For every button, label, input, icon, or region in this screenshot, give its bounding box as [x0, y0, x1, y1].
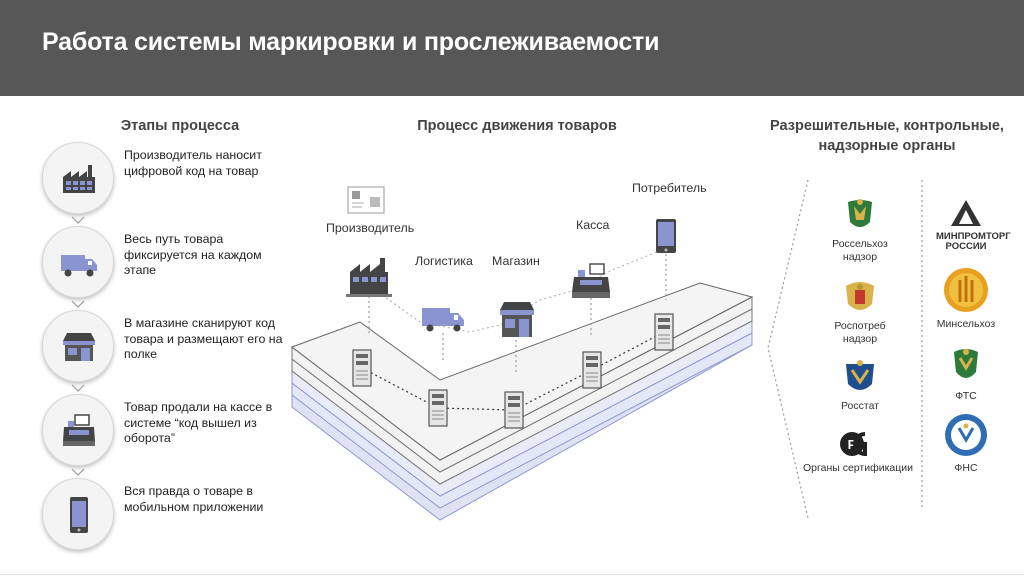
- server-icon: [654, 313, 674, 351]
- minselkhoz-emblem-icon: [944, 268, 988, 312]
- server-icon: [582, 351, 602, 389]
- org-name: Росстат: [841, 400, 879, 412]
- org-name: ФТС: [955, 390, 977, 402]
- org-name: Россельхоз надзор: [832, 238, 888, 263]
- org-name: Органы сертификации: [803, 462, 913, 474]
- fts-emblem-icon: [954, 349, 978, 378]
- barcode-document-icon: [347, 186, 385, 214]
- stage-circle: [42, 142, 114, 214]
- smartphone-icon: [656, 219, 676, 253]
- flow-label-logistics: Логистика: [415, 254, 473, 268]
- stage-circle: [42, 310, 114, 382]
- org-certification: Р Органы сертификации: [800, 430, 916, 475]
- stage-text: Производитель наносит цифровой код на то…: [124, 148, 262, 178]
- chevron-down-icon: [71, 216, 85, 224]
- flow-label-cashier: Касса: [576, 218, 610, 232]
- factory-icon: [63, 165, 95, 193]
- stages-column-title: Этапы процесса: [120, 118, 240, 134]
- stage-circle: [42, 394, 114, 466]
- stage-item-consumer: Вся правда о товаре в мобильном приложен…: [42, 478, 282, 550]
- footer-divider: [0, 574, 1024, 575]
- server-icon: [428, 389, 448, 427]
- server-icon: [352, 349, 372, 387]
- flow-label-consumer: Потребитель: [632, 181, 707, 195]
- org-minselkhoz: Минсельхоз: [926, 266, 1006, 331]
- org-fns: ФНС: [926, 412, 1006, 475]
- stage-item-cashier: Товар продали на кассе в системе “код вы…: [42, 394, 282, 466]
- org-rosselkhoznadzor: Россельхоз надзор: [820, 196, 900, 264]
- stage-circle: [42, 478, 114, 550]
- org-name: МИНПРОМТОРГ РОССИИ: [936, 231, 1011, 252]
- truck-icon: [422, 308, 464, 332]
- data-layer-stack: [290, 282, 754, 521]
- stage-text: В магазине сканируют код товара и размещ…: [124, 316, 283, 361]
- stage-item-logistics: Весь путь товара фиксируется на каждом э…: [42, 226, 282, 298]
- stage-text: Товар продали на кассе в системе “код вы…: [124, 400, 273, 445]
- cash-register-icon: [63, 414, 95, 446]
- data-layer-top-surface: [290, 282, 754, 461]
- cash-register-icon: [572, 263, 610, 298]
- flow-column-title: Процесс движения товаров: [417, 118, 617, 134]
- stage-item-producer: Производитель наносит цифровой код на то…: [42, 142, 282, 214]
- org-rosstat: Росстат: [820, 358, 900, 413]
- flow-label-store: Магазин: [492, 254, 540, 268]
- chevron-down-icon: [71, 384, 85, 392]
- smartphone-icon: [70, 497, 88, 533]
- minpromtorg-logo-icon: [951, 200, 981, 226]
- bracket-decoration: [767, 179, 923, 519]
- chevron-down-icon: [71, 300, 85, 308]
- rospotrebnadzor-emblem-icon: [846, 282, 874, 310]
- store-icon: [500, 302, 534, 337]
- stage-circle: [42, 226, 114, 298]
- org-minpromtorg: МИНПРОМТОРГ РОССИИ: [924, 198, 1011, 252]
- org-name: Роспотреб надзор: [834, 320, 886, 345]
- truck-icon: [61, 255, 97, 277]
- stage-text: Вся правда о товаре в мобильном приложен…: [124, 484, 264, 514]
- factory-icon: [346, 258, 392, 297]
- rosselkhoznadzor-emblem-icon: [848, 199, 872, 227]
- org-name: ФНС: [954, 462, 978, 474]
- orgs-column-title: Разрешительные, контрольные, надзорные о…: [770, 118, 1004, 154]
- stage-item-store: В магазине сканируют код товара и размещ…: [42, 310, 283, 382]
- flow-label-producer: Производитель: [326, 221, 415, 235]
- org-rospotrebnadzor: Роспотреб надзор: [820, 278, 900, 346]
- org-fts: ФТС: [926, 346, 1006, 403]
- chevron-down-icon: [71, 468, 85, 476]
- page-title: Работа системы маркировки и прослеживаем…: [42, 28, 660, 56]
- stage-text: Весь путь товара фиксируется на каждом э…: [124, 232, 262, 277]
- header-bar: Работа системы маркировки и прослеживаем…: [0, 0, 1024, 96]
- svg-text:Р: Р: [848, 437, 857, 452]
- rosstat-emblem-icon: [846, 360, 874, 390]
- fns-emblem-icon: [945, 414, 987, 456]
- store-icon: [63, 333, 95, 361]
- server-icon: [504, 391, 524, 429]
- certification-mark-icon: Р: [840, 432, 867, 457]
- org-name: Минсельхоз: [936, 318, 996, 330]
